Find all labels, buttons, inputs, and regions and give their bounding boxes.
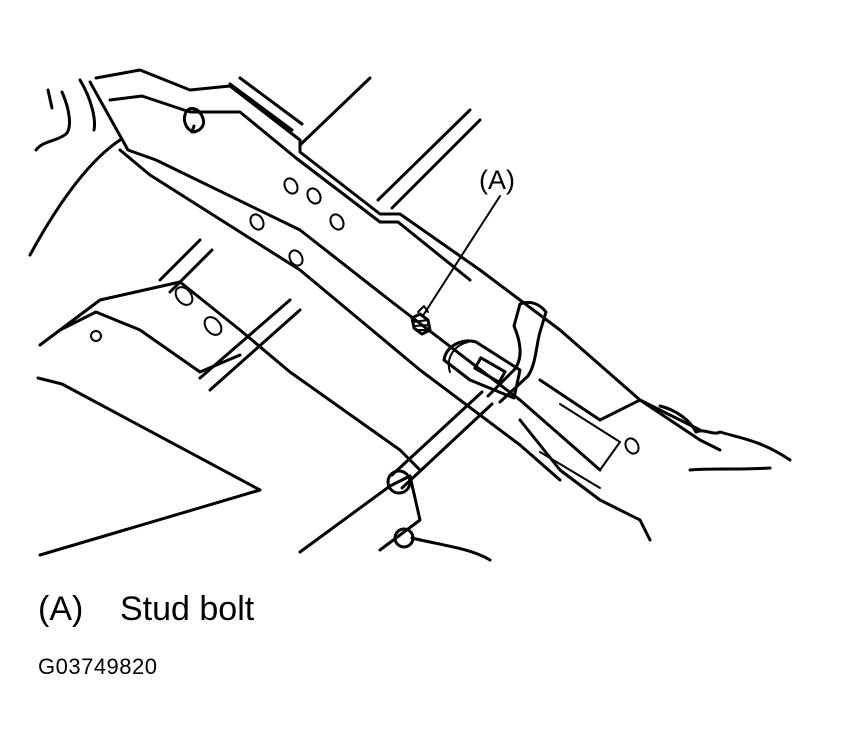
body-panel-edge <box>34 78 96 152</box>
rail-holes <box>249 177 640 455</box>
tie-rod-hook <box>486 300 548 404</box>
legend-key: (A) <box>38 590 84 628</box>
lower-slot-1 <box>174 286 194 306</box>
bracket-slot <box>473 356 507 384</box>
callout-label: (A) <box>479 165 515 195</box>
upper-crossmember-line-1 <box>228 82 294 132</box>
legend: (A) Stud bolt <box>38 590 254 629</box>
upper-crossmember-line-4 <box>376 108 472 202</box>
stud-bolt <box>410 305 432 336</box>
tie-rod <box>390 390 494 490</box>
line-drawing: (A) <box>28 68 792 562</box>
right-frame-body <box>518 378 722 542</box>
lower-hole <box>90 330 102 342</box>
legend-description: Stud bolt <box>120 590 255 628</box>
frame-rail-bottom-edge <box>118 148 562 482</box>
hook-bracket <box>442 339 522 400</box>
lower-crossbar-1 <box>158 238 202 282</box>
frame-rail-top-edge <box>88 80 602 472</box>
right-torn-edge <box>658 404 792 472</box>
lower-crossbar-4 <box>208 308 302 392</box>
lower-curve <box>410 536 492 562</box>
frame-upper-flange <box>94 68 702 432</box>
right-step-lines <box>539 403 621 489</box>
lower-frame-inner <box>58 310 242 374</box>
tray-outline <box>36 376 262 557</box>
tie-rod-end <box>386 469 412 495</box>
callout-leader-line <box>423 195 501 315</box>
upper-crossmember-line-3 <box>298 76 372 147</box>
lower-slot-2 <box>203 316 223 336</box>
frame-inner-flange <box>108 94 472 282</box>
body-curve <box>28 138 122 257</box>
stud-bolt-illustration: (A) <box>28 68 792 562</box>
upper-crossmember-line-5 <box>390 118 482 210</box>
lower-crossbar-2 <box>168 248 214 294</box>
upper-crossmember-line-2 <box>238 76 304 126</box>
bracket-rim <box>447 341 469 373</box>
keyhole-slot <box>182 107 206 134</box>
lower-frame-block <box>38 280 422 472</box>
figure-code: G03749820 <box>38 654 158 679</box>
lower-crossbar-3 <box>198 298 292 380</box>
